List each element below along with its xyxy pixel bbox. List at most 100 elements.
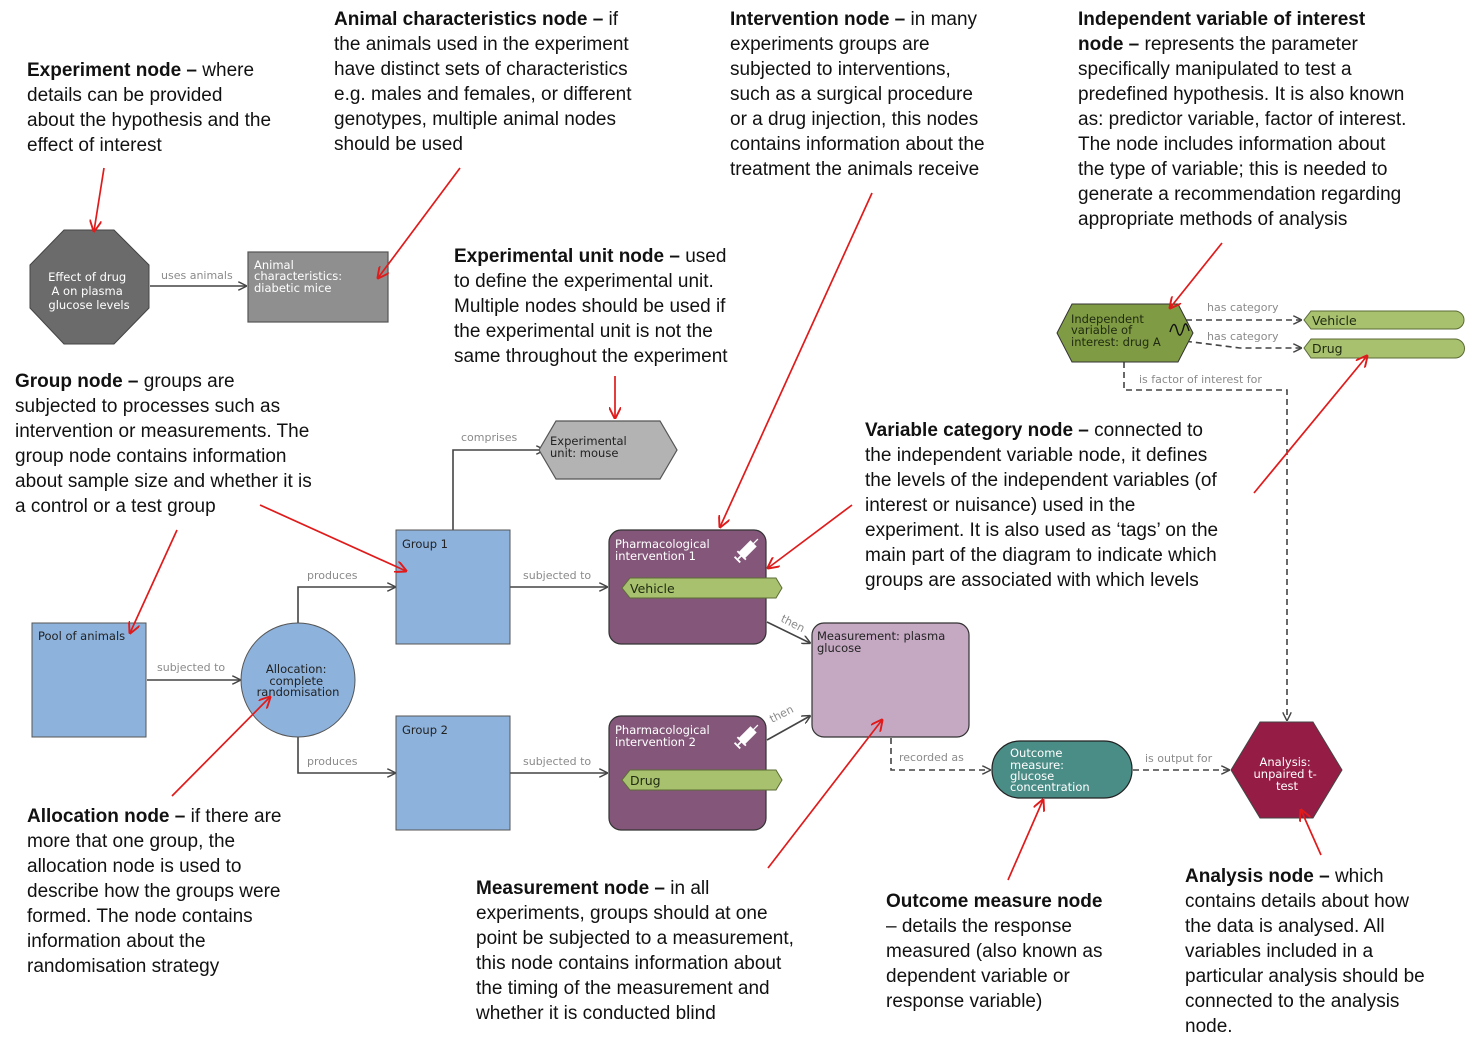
experiment-node-label-line: Effect of drug [48, 270, 126, 284]
allocation-node-label-line: complete [269, 674, 323, 688]
independent-variable-node[interactable]: Independent variable of interest: drug A [1056, 303, 1194, 363]
pointer-arrow-independent [1170, 242, 1223, 308]
independent-variable-label-line: variable of [1071, 323, 1133, 337]
experiment-node-label: Effect of drug A on plasma glucose level… [48, 270, 130, 312]
syringe-icon [733, 724, 759, 750]
label-then-2: then [767, 703, 795, 726]
annotation-group: Group node – groups are subjected to pro… [15, 369, 375, 519]
edge-labels: uses animals comprises produces produces… [157, 269, 1279, 768]
pointer-arrow-experiment [94, 167, 105, 231]
edge-produces-1 [297, 587, 395, 624]
annotation-outcome-text: – details the response measured (also kn… [886, 916, 1103, 1012]
edge-then-2 [766, 716, 810, 741]
annotation-allocation-title: Allocation node – [27, 806, 186, 827]
group-2-label: Group 2 [402, 723, 448, 737]
annotation-measurement: Measurement node – in all experiments, g… [476, 876, 846, 1026]
label-uses-animals: uses animals [161, 269, 233, 282]
label-produces-2: produces [307, 755, 358, 768]
label-recorded-as: recorded as [899, 751, 964, 764]
animal-node-label-line: Animal [254, 258, 294, 272]
annotation-experiment-title: Experiment node – [27, 60, 197, 81]
unit-node-label-line: Experimental [550, 434, 627, 448]
analysis-node-label-line: Analysis: [1260, 755, 1311, 769]
unit-node-shape [538, 420, 678, 480]
pointer-arrow-analysis [1301, 810, 1322, 856]
annotation-animal: Animal characteristics node – if the ani… [334, 7, 694, 157]
annotation-intervention: Intervention node – in many experiments … [730, 7, 1050, 182]
outcome-node-label-line: measure: [1010, 758, 1064, 772]
intervention-1-node[interactable]: Pharmacological intervention 1 Vehicle [608, 529, 783, 645]
annotation-category-text: connected to the independent variable no… [865, 420, 1219, 591]
edge-produces-2 [297, 737, 395, 773]
annotation-independent-variable: Independent variable of interest node – … [1078, 7, 1473, 232]
pointer-arrow-allocation [171, 697, 270, 797]
annotation-analysis: Analysis node – which contains details a… [1185, 864, 1470, 1039]
unit-node-label: Experimental unit: mouse [550, 434, 630, 460]
category-drug-node[interactable]: Drug [1303, 338, 1465, 359]
pointer-arrow-animal [378, 167, 461, 278]
experiment-node[interactable]: Effect of drug A on plasma glucose level… [29, 229, 150, 345]
category-drug-shape [1303, 338, 1465, 359]
pool-node-label: Pool of animals [38, 629, 125, 643]
annotation-group-title: Group node – [15, 371, 139, 392]
outcome-node-shape [991, 740, 1133, 799]
group-1-shape [395, 529, 511, 645]
pointer-arrow-group-pool [130, 529, 178, 633]
label-subjected-to-2: subjected to [523, 755, 591, 768]
analysis-node-label: Analysis: unpaired t- test [1254, 755, 1321, 793]
group-2-node[interactable]: Group 2 [395, 715, 511, 831]
edge-comprises [452, 450, 544, 530]
intervention-1-label: Pharmacological intervention 1 [615, 537, 713, 563]
pointer-arrow-group-1 [259, 504, 406, 571]
outcome-node-label-line: Outcome [1010, 746, 1063, 760]
edge-has-category-2 [1175, 339, 1301, 348]
pointer-arrow-category [1253, 356, 1367, 494]
pointer-arrow-category-tag [768, 504, 853, 568]
allocation-node[interactable]: Allocation: complete randomisation [240, 622, 356, 738]
annotation-unit-text: used to define the experimental unit. Mu… [454, 246, 728, 367]
intervention-1-label-line: Pharmacological [615, 537, 710, 551]
annotation-animal-title: Animal characteristics node – [334, 9, 604, 30]
pointer-arrow-measurement [767, 720, 882, 869]
annotation-intervention-title: Intervention node – [730, 9, 906, 30]
category-vehicle-shape [1303, 310, 1465, 330]
measurement-node-label-line: Measurement: plasma [817, 629, 945, 643]
category-vehicle-node[interactable]: Vehicle [1303, 310, 1465, 330]
annotation-variable-category: Variable category node – connected to th… [865, 418, 1265, 593]
measurement-node-label-line: glucose [817, 641, 861, 655]
category-drug-label: Drug [1312, 341, 1343, 356]
experiment-node-label-line: glucose levels [48, 298, 129, 312]
pool-of-animals-node[interactable]: Pool of animals [31, 622, 147, 738]
outcome-node-label: Outcome measure: glucose concentration [1010, 746, 1090, 794]
independent-variable-label-line: interest: drug A [1071, 335, 1161, 349]
unit-node-label-line: unit: mouse [550, 446, 618, 460]
label-is-output-for: is output for [1145, 752, 1213, 765]
vehicle-tag: Vehicle [621, 577, 783, 599]
annotation-independent-text: represents the parameter specifically ma… [1078, 34, 1407, 230]
intervention-2-node[interactable]: Pharmacological intervention 2 Drug [608, 715, 783, 831]
intervention-2-label-line: Pharmacological [615, 723, 710, 737]
annotation-measurement-text: in all experiments, groups should at one… [476, 878, 794, 1024]
animal-characteristics-node[interactable]: Animal characteristics: diabetic mice [247, 251, 389, 323]
annotation-analysis-text: which contains details about how the dat… [1185, 866, 1425, 1037]
annotation-analysis-title: Analysis node – [1185, 866, 1330, 887]
group-1-node[interactable]: Group 1 [395, 529, 511, 645]
group-1-label: Group 1 [402, 537, 448, 551]
label-subjected-to-pool: subjected to [157, 661, 225, 674]
annotation-intervention-text: in many experiments groups are subjected… [730, 9, 985, 180]
label-then-1: then [779, 612, 807, 635]
pointer-arrows [94, 167, 1367, 881]
analysis-node[interactable]: Analysis: unpaired t- test [1230, 721, 1343, 819]
measurement-node-shape [811, 622, 970, 738]
pointer-arrow-outcome [1007, 800, 1043, 881]
measurement-node[interactable]: Measurement: plasma glucose [811, 622, 970, 738]
annotation-category-title: Variable category node – [865, 420, 1089, 441]
annotation-allocation: Allocation node – if there are more that… [27, 804, 337, 979]
annotation-unit-title: Experimental unit node – [454, 246, 680, 267]
outcome-measure-node[interactable]: Outcome measure: glucose concentration [991, 740, 1133, 799]
allocation-node-label-line: Allocation: [266, 662, 327, 676]
edge-then-1 [766, 621, 810, 643]
experimental-unit-node[interactable]: Experimental unit: mouse [538, 420, 678, 480]
wave-icon [1169, 323, 1190, 336]
intervention-1-label-line: intervention 1 [615, 549, 696, 563]
